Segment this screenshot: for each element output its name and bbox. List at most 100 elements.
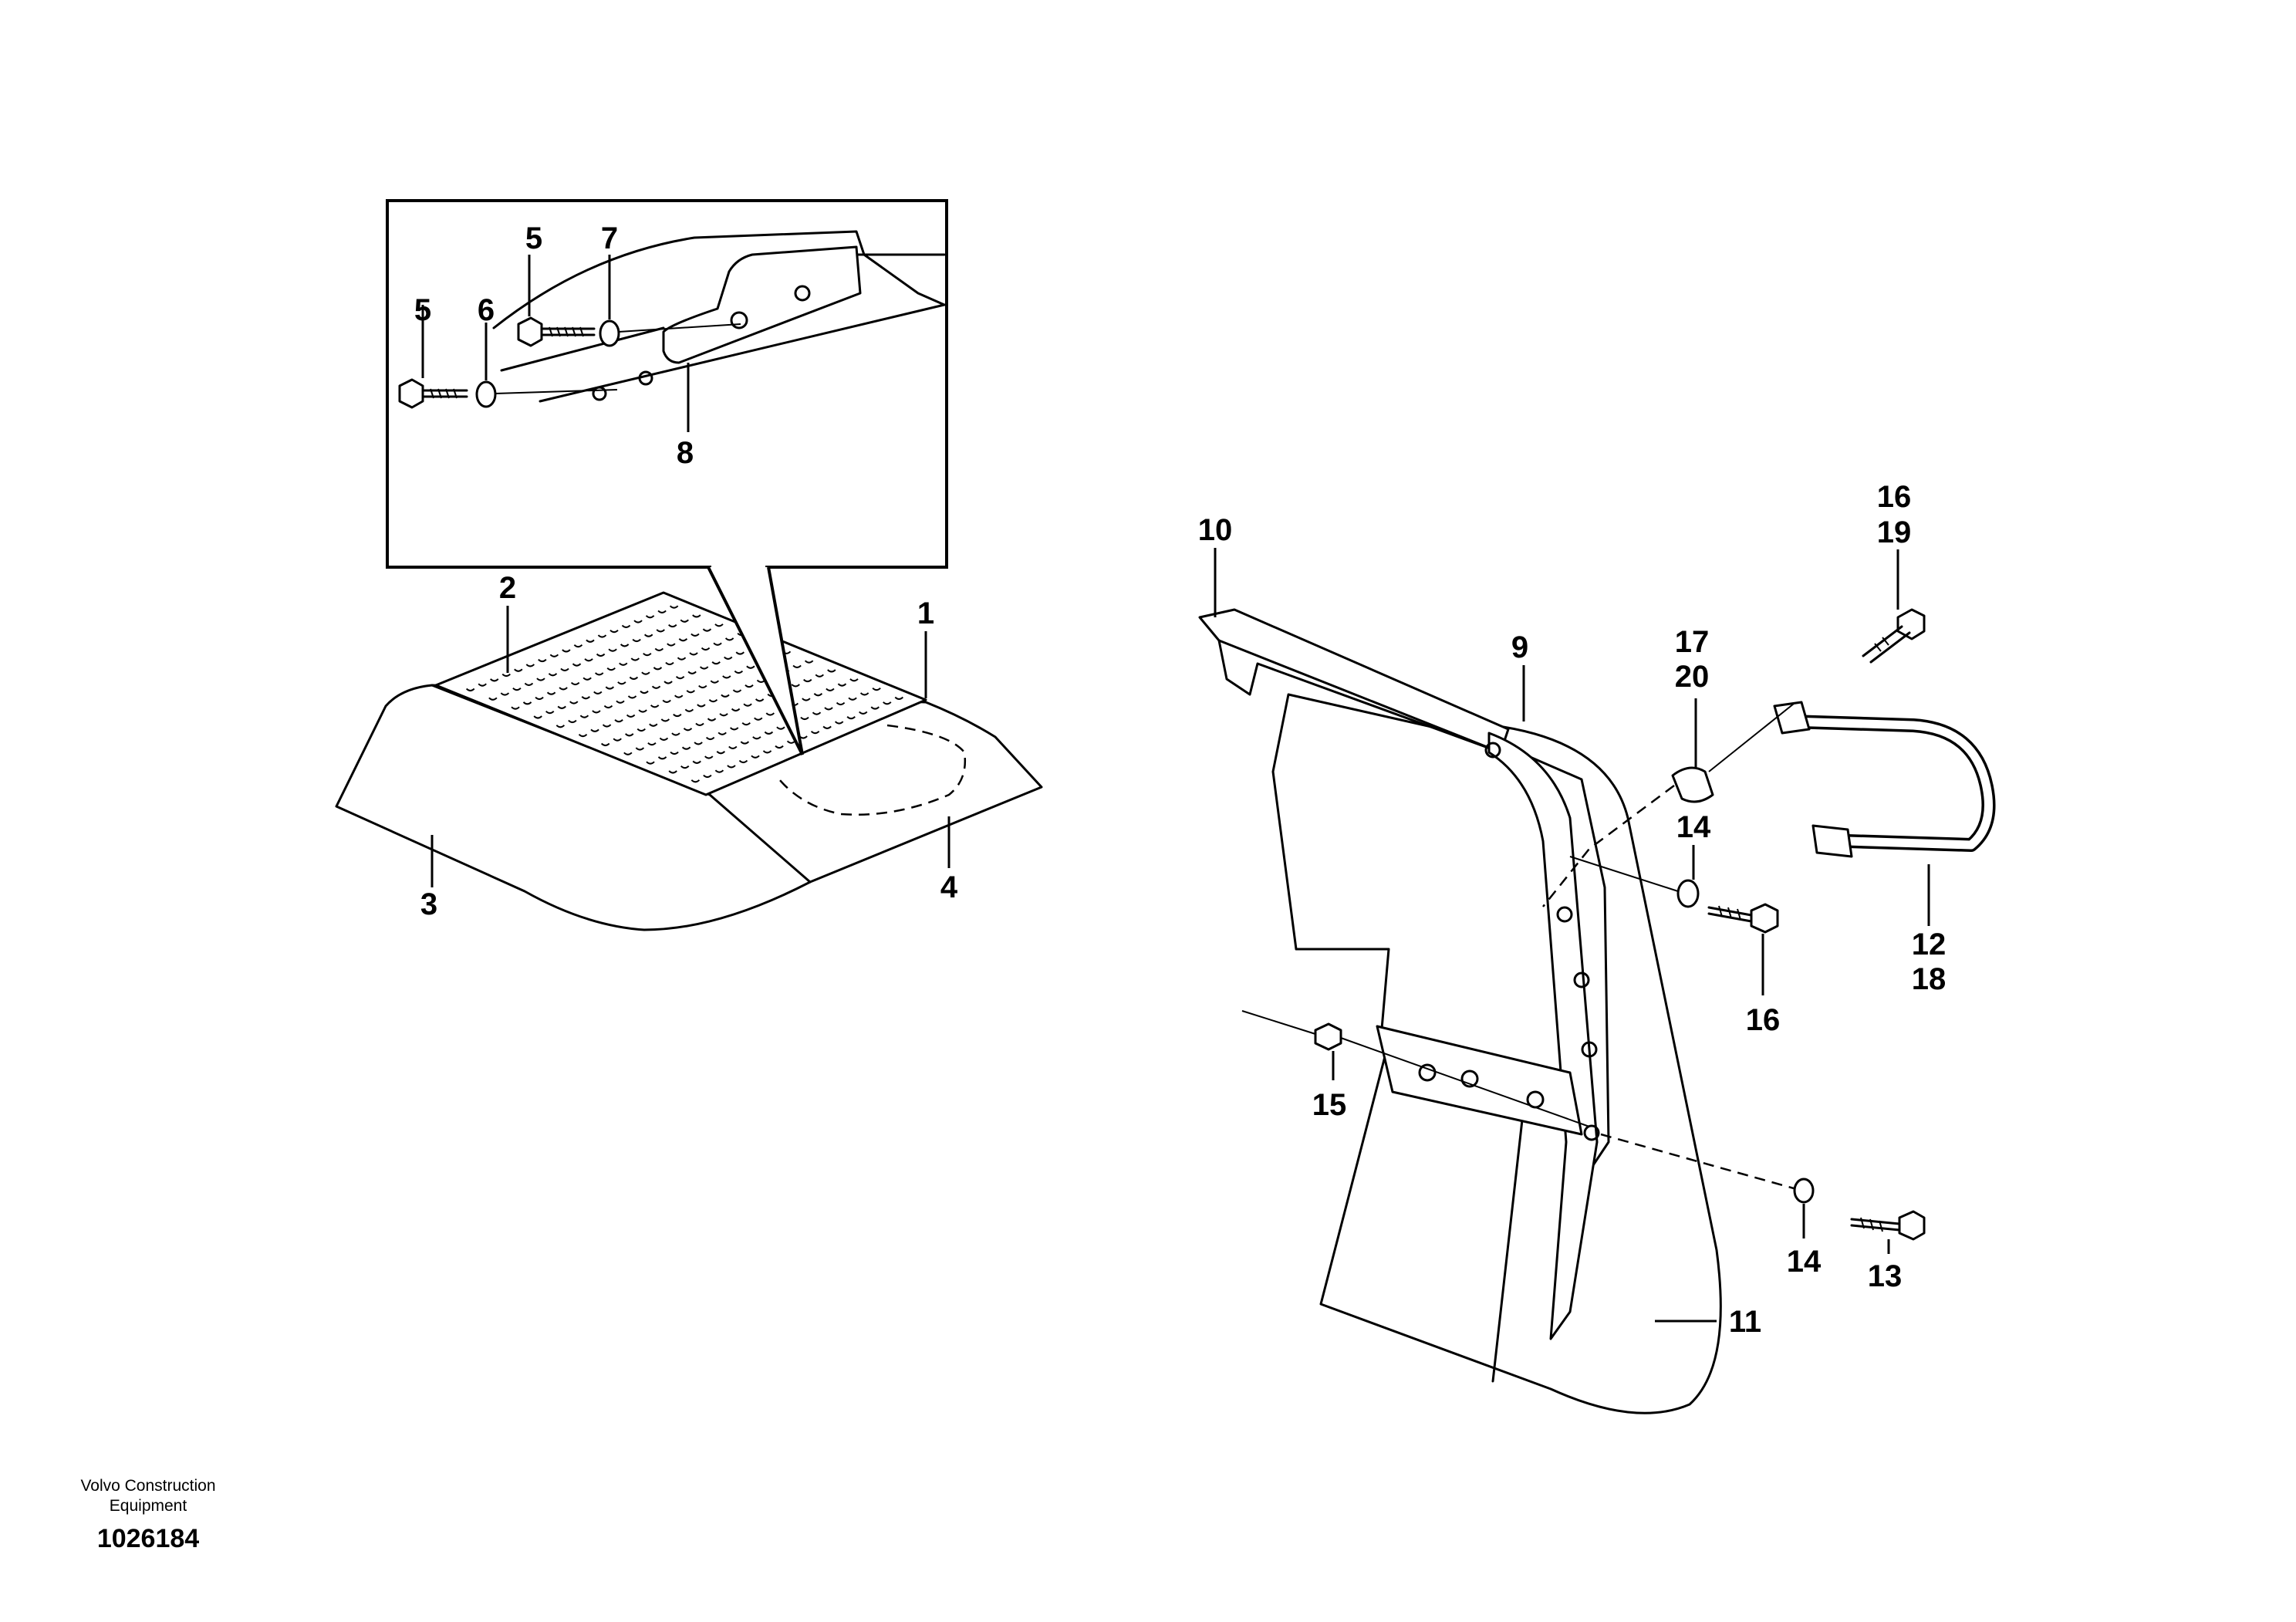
callout-14-lower: 14 bbox=[1787, 1245, 1822, 1279]
detail-pointer bbox=[707, 566, 804, 755]
bracket-hole bbox=[794, 285, 811, 302]
tread-dot bbox=[792, 664, 802, 668]
tread-dot bbox=[569, 701, 579, 705]
callout-16-lower: 16 bbox=[1746, 1003, 1781, 1037]
tread-plate bbox=[434, 591, 927, 796]
tread-dot bbox=[728, 745, 738, 749]
tread-dot bbox=[643, 634, 653, 637]
tread-dot bbox=[813, 693, 823, 697]
callout-5-upper: 5 bbox=[525, 221, 542, 255]
cross-member bbox=[1376, 1025, 1583, 1136]
tread-dot bbox=[581, 696, 591, 700]
tread-dot bbox=[593, 691, 603, 694]
tread-dot bbox=[549, 654, 559, 657]
callout-7: 7 bbox=[601, 221, 618, 255]
callout-3: 3 bbox=[420, 887, 437, 921]
fender-assembly bbox=[1198, 608, 1996, 1414]
tread-dot bbox=[803, 678, 812, 683]
frame-hole bbox=[1418, 1063, 1437, 1082]
tread-dot bbox=[735, 651, 745, 655]
tread-dot bbox=[699, 666, 709, 670]
tread-dot bbox=[752, 736, 761, 740]
roof-assembly bbox=[335, 591, 1043, 931]
tread-dot bbox=[703, 774, 712, 779]
tread-dot bbox=[883, 701, 892, 705]
tread-dot bbox=[579, 715, 589, 718]
tread-dot bbox=[641, 671, 650, 675]
tread-dot bbox=[568, 719, 577, 724]
tread-dot bbox=[609, 629, 619, 634]
tread-dot bbox=[694, 742, 703, 745]
tread-dot bbox=[822, 725, 832, 729]
tread-dot bbox=[511, 706, 520, 710]
tread-dot bbox=[606, 667, 616, 671]
tread-dot bbox=[791, 684, 800, 688]
tread-dot bbox=[533, 715, 542, 719]
tread-dot bbox=[746, 665, 755, 669]
tread-dot bbox=[681, 746, 691, 750]
tread-dot bbox=[600, 742, 610, 747]
tread-dot bbox=[501, 673, 511, 678]
callout-5-lower: 5 bbox=[414, 293, 431, 327]
callout-15: 15 bbox=[1312, 1088, 1347, 1122]
tread-dot bbox=[714, 769, 724, 773]
tread-dot bbox=[708, 698, 718, 703]
tread-dot bbox=[668, 623, 677, 628]
tread-dot bbox=[745, 684, 754, 688]
tread-dot bbox=[660, 718, 670, 722]
callout-12: 12 bbox=[1912, 928, 1947, 961]
rail-hole bbox=[638, 370, 653, 386]
callout-19: 19 bbox=[1877, 515, 1912, 549]
tread-dot bbox=[701, 647, 711, 651]
callout-14-upper: 14 bbox=[1676, 810, 1711, 844]
callout-16-top: 16 bbox=[1877, 480, 1912, 514]
tread-dot bbox=[762, 750, 772, 754]
tread-dot bbox=[743, 703, 752, 707]
tread-dot bbox=[662, 699, 671, 703]
tread-dot bbox=[827, 669, 836, 673]
tread-dot bbox=[702, 628, 712, 632]
tread-dot bbox=[548, 673, 558, 677]
tread-dot bbox=[650, 705, 660, 708]
tread-dot bbox=[727, 765, 736, 769]
handle-foot bbox=[1811, 824, 1853, 858]
tread-dot bbox=[632, 638, 641, 643]
drawing-id: 1026184 bbox=[97, 1524, 199, 1553]
tread-dot bbox=[671, 732, 680, 736]
tread-dot bbox=[738, 759, 748, 764]
tread-dot bbox=[669, 605, 679, 609]
tread-dot bbox=[638, 709, 647, 713]
tread-dot bbox=[687, 671, 697, 674]
tread-dot bbox=[578, 733, 588, 738]
tread-dot bbox=[605, 686, 615, 690]
tread-dot bbox=[718, 732, 727, 735]
bracket bbox=[662, 245, 862, 364]
tread-dot bbox=[465, 688, 475, 692]
tread-dot bbox=[680, 765, 690, 769]
tread-dot bbox=[732, 689, 742, 693]
tread-dot bbox=[815, 674, 824, 678]
callout-20: 20 bbox=[1675, 660, 1710, 694]
tread-dot bbox=[719, 713, 728, 717]
tread-dot bbox=[872, 687, 881, 691]
tread-dot bbox=[602, 724, 612, 728]
tread-dot bbox=[859, 711, 868, 715]
callout-6: 6 bbox=[478, 293, 495, 327]
rail-hole bbox=[592, 386, 607, 401]
nut-15 bbox=[1314, 1022, 1342, 1051]
tread-dot bbox=[557, 705, 566, 709]
tread-dot bbox=[514, 668, 523, 672]
tread-dot bbox=[657, 756, 667, 760]
tread-dot bbox=[653, 667, 663, 671]
tread-dot bbox=[690, 779, 701, 783]
tread-dot bbox=[680, 619, 689, 623]
tread-dot bbox=[525, 664, 535, 667]
tread-dot bbox=[621, 624, 631, 628]
tread-dot bbox=[630, 657, 640, 661]
tread-dot bbox=[656, 629, 665, 633]
tread-dot bbox=[538, 658, 547, 663]
callout-18: 18 bbox=[1912, 962, 1947, 996]
tread-dot bbox=[826, 688, 835, 691]
tread-dot bbox=[741, 721, 751, 726]
